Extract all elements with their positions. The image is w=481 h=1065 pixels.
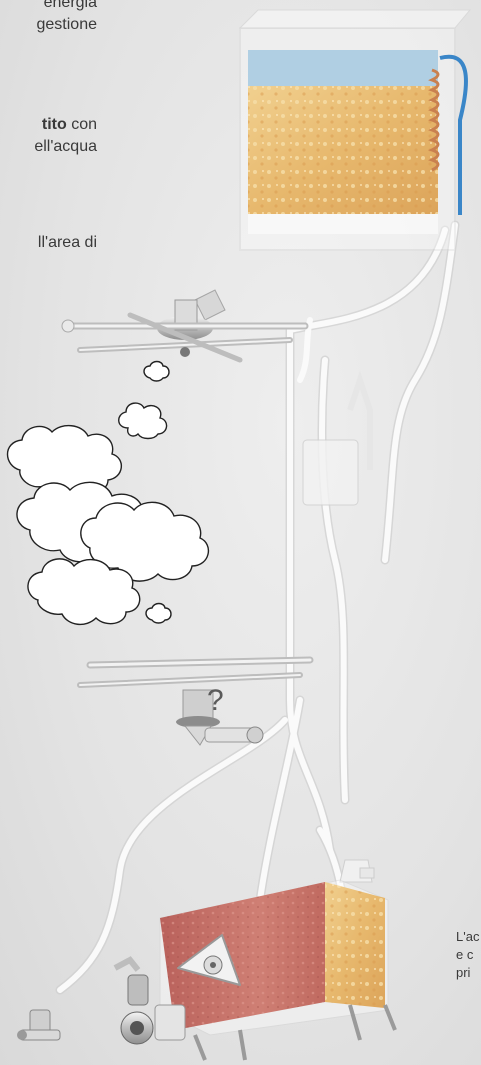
thought-clouds [8,362,209,625]
inlet-valve [17,1010,60,1040]
caption-line-1: L'ac [456,928,479,946]
caption-line-2: e c [456,946,479,964]
tank-water-layer [248,50,438,88]
bottom-heater-tank [160,860,395,1060]
top-tank [240,10,470,250]
cloud-icon [119,403,167,438]
cloud-icon [8,426,122,495]
caption-line-3: pri [456,964,479,982]
right-caption: L'ac e c pri [456,928,479,982]
upper-spray-arm [62,290,305,360]
distributor-module [303,380,370,505]
cloud-icon [146,604,171,624]
cloud-icon [144,362,169,382]
question-mark-icon: ? [207,684,224,718]
